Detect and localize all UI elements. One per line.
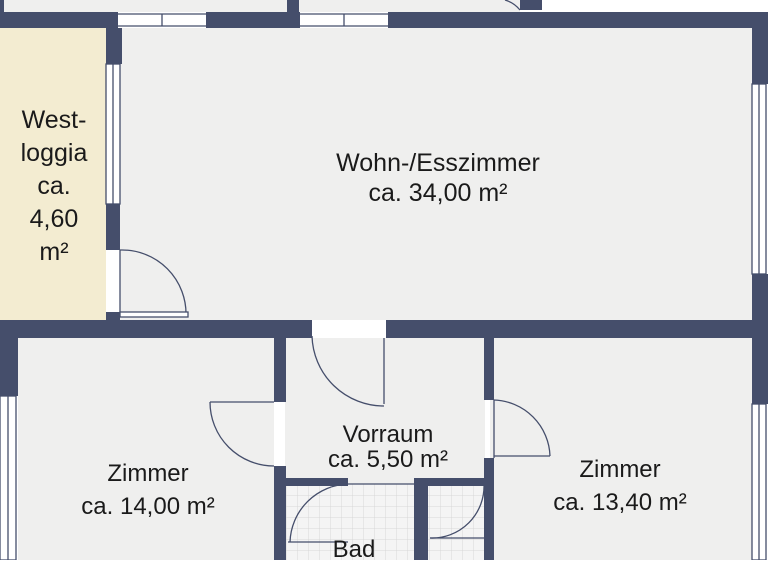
room-left-label: Zimmer ca. 14,00 m²	[48, 460, 248, 522]
room-right-label: Zimmer ca. 13,40 m²	[520, 456, 720, 518]
wall-top-stub-b	[520, 0, 542, 10]
wall-hall-right-top	[484, 338, 494, 400]
floor-hallway	[285, 338, 485, 484]
wall-top-left	[0, 12, 118, 28]
loggia-label: West- loggia ca. 4,60 m²	[0, 104, 108, 269]
loggia-label-line-3: ca.	[37, 172, 71, 200]
wall-right-upper	[752, 28, 768, 84]
hallway-area: ca. 5,50 m²	[327, 446, 449, 474]
hallway-name: Vorraum	[342, 421, 434, 448]
floor-living	[120, 28, 752, 320]
wall-left-upper	[0, 320, 18, 396]
wall-hall-left-top	[274, 338, 286, 402]
wall-top-stub-a	[287, 0, 299, 12]
room-right-area: ca. 13,40 m²	[553, 488, 687, 516]
wall-loggia-divider-mid	[106, 204, 120, 250]
bath-label: Bad	[300, 536, 408, 565]
wall-top-stub-c	[0, 0, 4, 12]
wall-hall-right-bottom	[484, 458, 494, 560]
floor-loggia	[0, 28, 106, 320]
wall-bath-top-right	[414, 478, 484, 486]
wall-right-mid	[752, 274, 768, 404]
wall-bath-divider	[414, 486, 428, 560]
room-left-name: Zimmer	[107, 460, 189, 487]
living-room-name: Wohn-/Esszimmer	[336, 149, 540, 177]
loggia-label-line-1: West-	[21, 106, 87, 134]
wall-loggia-divider-top	[106, 28, 122, 64]
wall-top-mid	[206, 12, 300, 28]
loggia-label-line-5: m²	[39, 238, 69, 266]
floor-top-strip	[0, 0, 520, 12]
hallway-label: Vorraum ca. 5,50 m²	[288, 421, 488, 474]
loggia-label-line-2: loggia	[20, 139, 88, 167]
floor-bath	[285, 484, 485, 560]
wall-hall-left-bottom	[274, 466, 286, 560]
wall-bath-top-left	[286, 478, 348, 486]
wall-top-right	[388, 12, 768, 28]
room-right-name: Zimmer	[579, 456, 661, 483]
living-room-area: ca. 34,00 m²	[368, 179, 508, 207]
wall-middle-left	[0, 320, 312, 338]
wall-middle-right	[386, 320, 768, 338]
loggia-label-line-4: 4,60	[29, 205, 79, 233]
bath-name: Bad	[332, 536, 376, 563]
room-left-area: ca. 14,00 m²	[81, 492, 215, 520]
floor-room-left	[18, 338, 274, 560]
living-room-label: Wohn-/Esszimmer ca. 34,00 m²	[288, 148, 588, 208]
floor-room-right	[490, 338, 752, 560]
